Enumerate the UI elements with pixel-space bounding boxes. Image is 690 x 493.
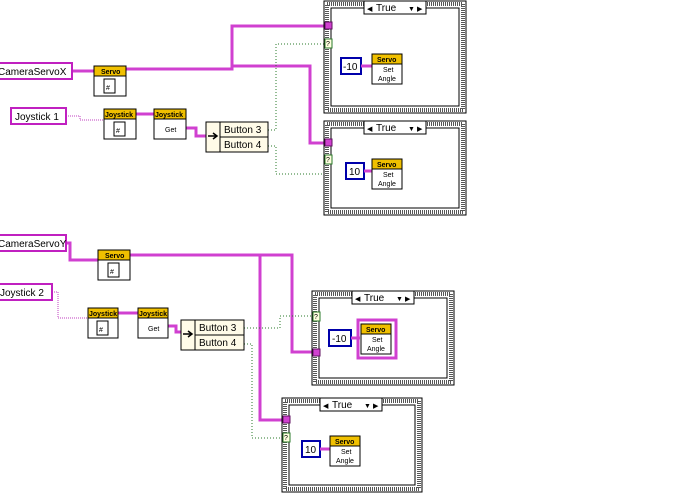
case-structure-top-1: ◀ True ▼ ▶ ? -10 Servo Set Angle xyxy=(323,0,467,114)
input-tunnel xyxy=(282,415,291,424)
svg-text:Button 3: Button 3 xyxy=(224,125,262,136)
svg-text:Set: Set xyxy=(383,67,394,74)
selector-terminal-label: ? xyxy=(314,314,318,321)
dropdown-icon[interactable]: ▼ xyxy=(408,6,415,13)
selector-terminal-label: ? xyxy=(326,41,330,48)
next-case-arrow[interactable]: ▶ xyxy=(373,403,379,410)
case-structure-bottom-2: ◀ True ▼ ▶ ? 10 Servo Set Angle xyxy=(281,397,423,493)
svg-text:CameraServoY: CameraServoY xyxy=(0,239,67,250)
svg-text:Button 4: Button 4 xyxy=(224,140,262,151)
reference-icon: # xyxy=(96,320,109,336)
reference-icon: # xyxy=(103,78,116,94)
constant-10[interactable]: 10 xyxy=(345,162,365,180)
selector-terminal-label: ? xyxy=(326,157,330,164)
arrow-right-icon xyxy=(208,132,219,140)
svg-text:-10: -10 xyxy=(332,334,347,345)
case-selector[interactable]: ◀ True ▼ ▶ xyxy=(363,0,427,15)
svg-text:10: 10 xyxy=(349,167,361,178)
selector-terminal-label: ? xyxy=(284,435,288,442)
constant-neg10[interactable]: -10 xyxy=(328,329,352,347)
case-selector-value: True xyxy=(376,123,397,134)
svg-text:Joystick 1: Joystick 1 xyxy=(15,112,59,123)
unbundle-by-name-top[interactable]: Button 3 Button 4 xyxy=(205,121,269,153)
case-selector[interactable]: ◀ True ▼ ▶ xyxy=(363,120,427,135)
svg-text:Servo: Servo xyxy=(366,327,385,334)
svg-text:#: # xyxy=(110,269,114,276)
servo-set-angle-subvi[interactable]: Servo Set Angle xyxy=(371,53,403,85)
dropdown-icon[interactable]: ▼ xyxy=(408,126,415,133)
camera-servo-y-control[interactable]: CameraServoY xyxy=(0,234,67,252)
svg-text:Angle: Angle xyxy=(378,181,396,188)
svg-text:Angle: Angle xyxy=(336,458,354,465)
joystick-get-subvi-top[interactable]: Joystick Get xyxy=(153,108,187,140)
case-selector[interactable]: ◀ True ▼ ▶ xyxy=(319,397,383,412)
joystick-ref-subvi-top[interactable]: Joystick # xyxy=(103,108,137,140)
selector-terminal xyxy=(312,311,321,322)
svg-text:Set: Set xyxy=(383,172,394,179)
input-tunnel xyxy=(324,21,333,30)
svg-text:#: # xyxy=(106,85,110,92)
case-selector-value: True xyxy=(332,400,353,411)
joystick-ref-subvi-bottom[interactable]: Joystick # xyxy=(87,307,119,339)
svg-text:#: # xyxy=(116,128,120,135)
input-tunnel xyxy=(324,138,333,147)
next-case-arrow[interactable]: ▶ xyxy=(417,126,423,133)
prev-case-arrow[interactable]: ◀ xyxy=(355,296,361,303)
servo-ref-subvi-bottom[interactable]: Servo # xyxy=(97,249,131,281)
svg-text:Joystick 2: Joystick 2 xyxy=(0,288,44,299)
dropdown-icon[interactable]: ▼ xyxy=(396,296,403,303)
svg-text:Set: Set xyxy=(341,449,352,456)
joystick-2-control[interactable]: Joystick 2 xyxy=(0,283,53,301)
joystick-get-subvi-bottom[interactable]: Joystick Get xyxy=(137,307,169,339)
svg-text:Servo: Servo xyxy=(377,162,396,169)
reference-icon: # xyxy=(113,121,126,137)
selector-terminal xyxy=(324,154,333,165)
case-selector-value: True xyxy=(364,293,385,304)
servo-set-angle-subvi[interactable]: Servo Set Angle xyxy=(356,318,398,360)
servo-set-angle-subvi[interactable]: Servo Set Angle xyxy=(329,435,361,467)
constant-neg10[interactable]: -10 xyxy=(340,57,362,75)
arrow-right-icon xyxy=(183,330,194,338)
next-case-arrow[interactable]: ▶ xyxy=(405,296,411,303)
next-case-arrow[interactable]: ▶ xyxy=(417,6,423,13)
svg-text:Get: Get xyxy=(148,326,159,333)
unbundle-by-name-bottom[interactable]: Button 3 Button 4 xyxy=(180,319,245,351)
servo-set-angle-subvi[interactable]: Servo Set Angle xyxy=(371,158,403,190)
dropdown-icon[interactable]: ▼ xyxy=(364,403,371,410)
svg-text:Joystick: Joystick xyxy=(155,112,183,119)
svg-text:#: # xyxy=(99,327,103,334)
svg-text:Servo: Servo xyxy=(377,57,396,64)
selector-terminal xyxy=(324,38,333,49)
joystick-1-control[interactable]: Joystick 1 xyxy=(10,107,67,125)
svg-text:-10: -10 xyxy=(343,62,358,73)
prev-case-arrow[interactable]: ◀ xyxy=(323,403,329,410)
camera-servo-x-control[interactable]: CameraServoX xyxy=(0,62,73,80)
svg-text:Button 3: Button 3 xyxy=(199,323,237,334)
reference-icon: # xyxy=(107,262,120,278)
prev-case-arrow[interactable]: ◀ xyxy=(367,126,373,133)
input-tunnel xyxy=(312,348,321,357)
svg-text:Joystick: Joystick xyxy=(139,311,167,318)
svg-text:Servo: Servo xyxy=(105,253,124,260)
servo-ref-subvi-top[interactable]: Servo # xyxy=(93,65,127,97)
constant-10[interactable]: 10 xyxy=(301,440,321,458)
svg-text:10: 10 xyxy=(305,445,317,456)
prev-case-arrow[interactable]: ◀ xyxy=(367,6,373,13)
svg-text:Set: Set xyxy=(372,337,383,344)
case-structure-bottom-1: ◀ True ▼ ▶ ? -10 Servo Set Angle xyxy=(311,290,455,386)
svg-text:Button 4: Button 4 xyxy=(199,338,237,349)
case-selector[interactable]: ◀ True ▼ ▶ xyxy=(351,290,415,305)
svg-text:CameraServoX: CameraServoX xyxy=(0,67,67,78)
selector-terminal xyxy=(282,432,291,443)
svg-text:Joystick: Joystick xyxy=(105,112,133,119)
svg-text:Servo: Servo xyxy=(335,439,354,446)
svg-text:Get: Get xyxy=(165,127,176,134)
case-structure-top-2: ◀ True ▼ ▶ ? 10 Servo Set Angle xyxy=(323,120,467,216)
svg-text:Joystick: Joystick xyxy=(89,311,117,318)
svg-text:Angle: Angle xyxy=(367,346,385,353)
svg-text:Angle: Angle xyxy=(378,76,396,83)
case-selector-value: True xyxy=(376,3,397,14)
svg-text:Servo: Servo xyxy=(101,69,120,76)
